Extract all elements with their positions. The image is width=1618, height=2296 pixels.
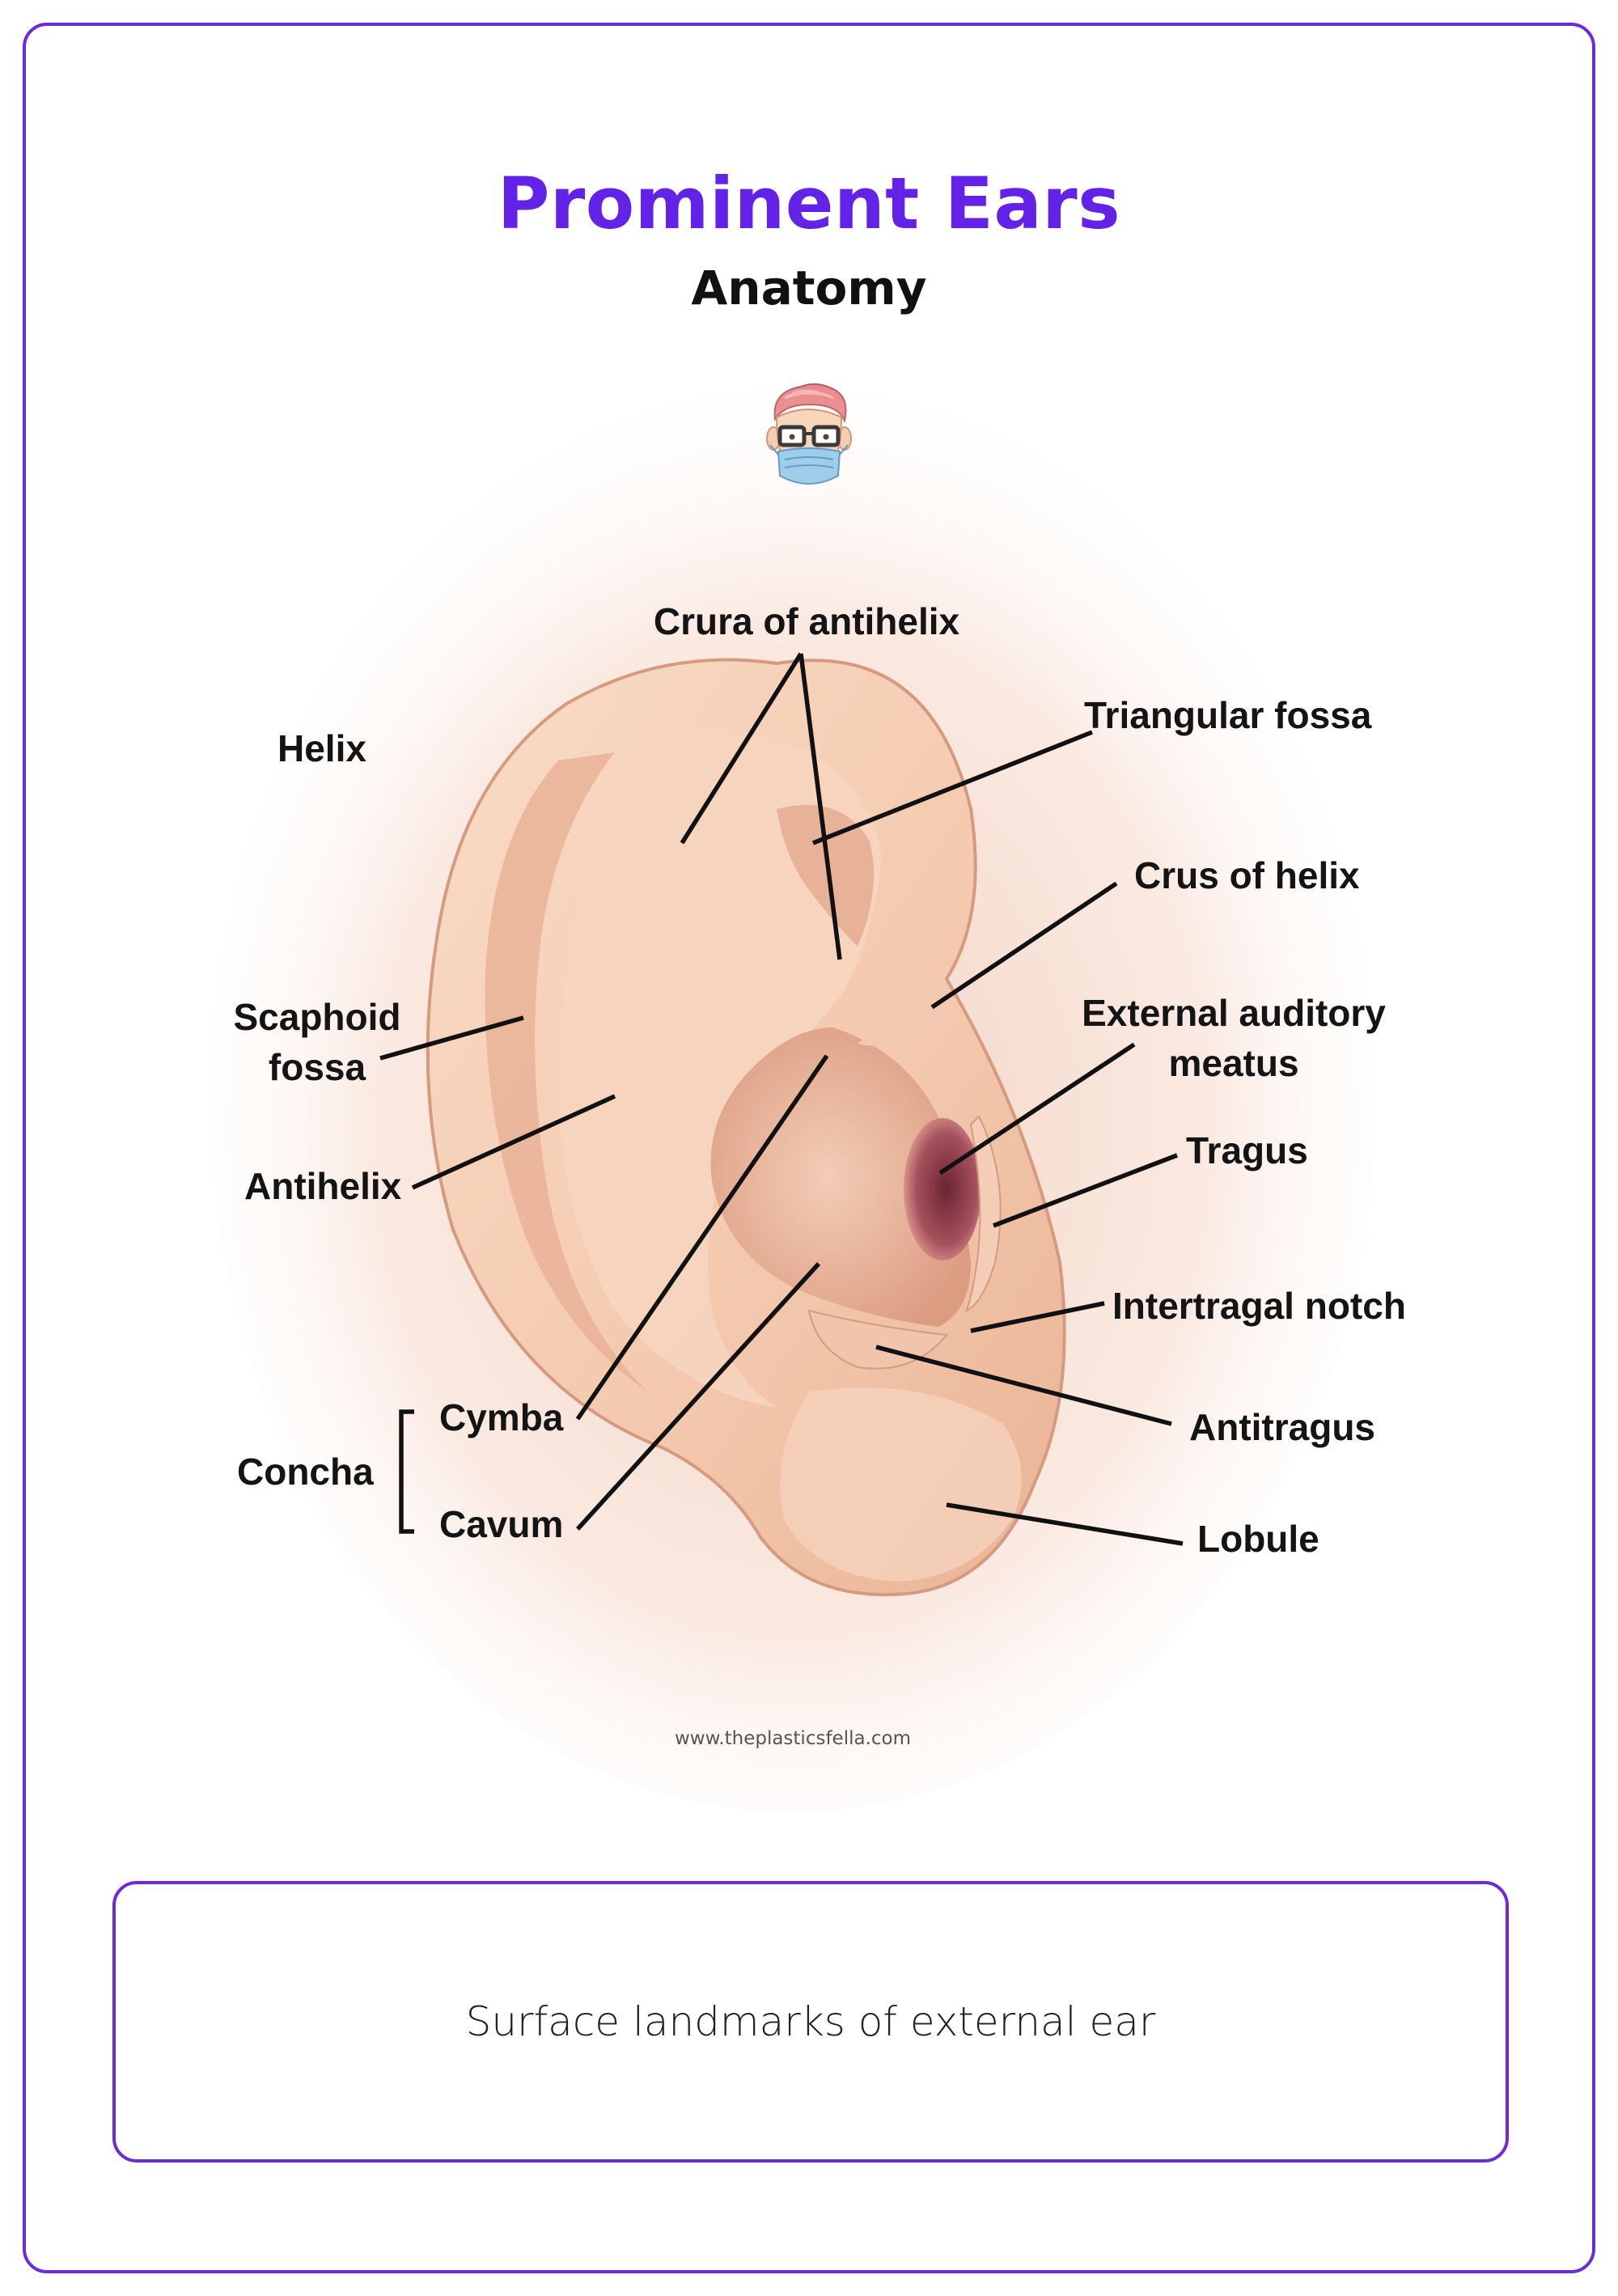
antihelix-shape [558,732,882,1408]
label-helix: Helix [277,727,366,769]
leader-antihelix [411,1094,616,1190]
leader-antitragus [875,1345,1172,1426]
leader-lines [379,652,1184,1546]
label-scaphoid-fossa-line1: Scaphoid [233,996,400,1038]
lobule-shape [780,1387,1022,1582]
crus-of-helix-shape [858,979,949,1047]
label-antitragus: Antitragus [1189,1406,1375,1448]
label-tragus: Tragus [1186,1129,1308,1171]
leader-triangular-fossa [811,730,1094,845]
leader-tragus [993,1153,1178,1228]
tragus-shape [965,1115,1002,1312]
leader-cavum [575,1262,821,1531]
label-external-auditory-meatus-line2: meatus [1168,1042,1298,1084]
caption-box: Surface landmarks of external ear [112,1881,1509,2163]
scaphoid-fossa-shape [485,752,647,1392]
label-crus-of-helix: Crus of helix [1134,854,1360,896]
label-concha: Concha [237,1451,374,1493]
leader-crura-2 [798,653,842,960]
label-cymba: Cymba [439,1396,564,1438]
leader-crus-of-helix [930,881,1118,1010]
page-title: Prominent Ears [497,162,1121,245]
page-subtitle: Anatomy [691,261,927,316]
label-intertragal-notch: Intertragal notch [1112,1285,1406,1327]
label-antihelix: Antihelix [244,1165,402,1207]
leader-intertragal-notch [970,1301,1105,1333]
label-crura-of-antihelix: Crura of antihelix [654,600,960,642]
website-url: www.theplasticsfella.com [674,1728,912,1749]
label-lobule: Lobule [1197,1518,1319,1560]
label-scaphoid-fossa-line2: fossa [269,1046,366,1088]
leader-scaphoid-fossa [379,1015,524,1061]
triangular-fossa-shape [777,805,874,947]
leader-cymba [575,1054,829,1421]
concha-bracket [399,1409,414,1534]
leader-lobule [946,1502,1184,1546]
concha-shape [710,1027,971,1327]
leader-external-auditory-meatus [938,1042,1136,1176]
label-external-auditory-meatus-line1: External auditory [1082,992,1386,1034]
ear-canal-shape [904,1118,981,1260]
label-cavum: Cavum [439,1503,563,1545]
label-triangular-fossa: Triangular fossa [1084,694,1372,736]
figure-caption: Surface landmarks of external ear [465,1998,1156,2045]
leader-crura-1 [680,652,803,845]
